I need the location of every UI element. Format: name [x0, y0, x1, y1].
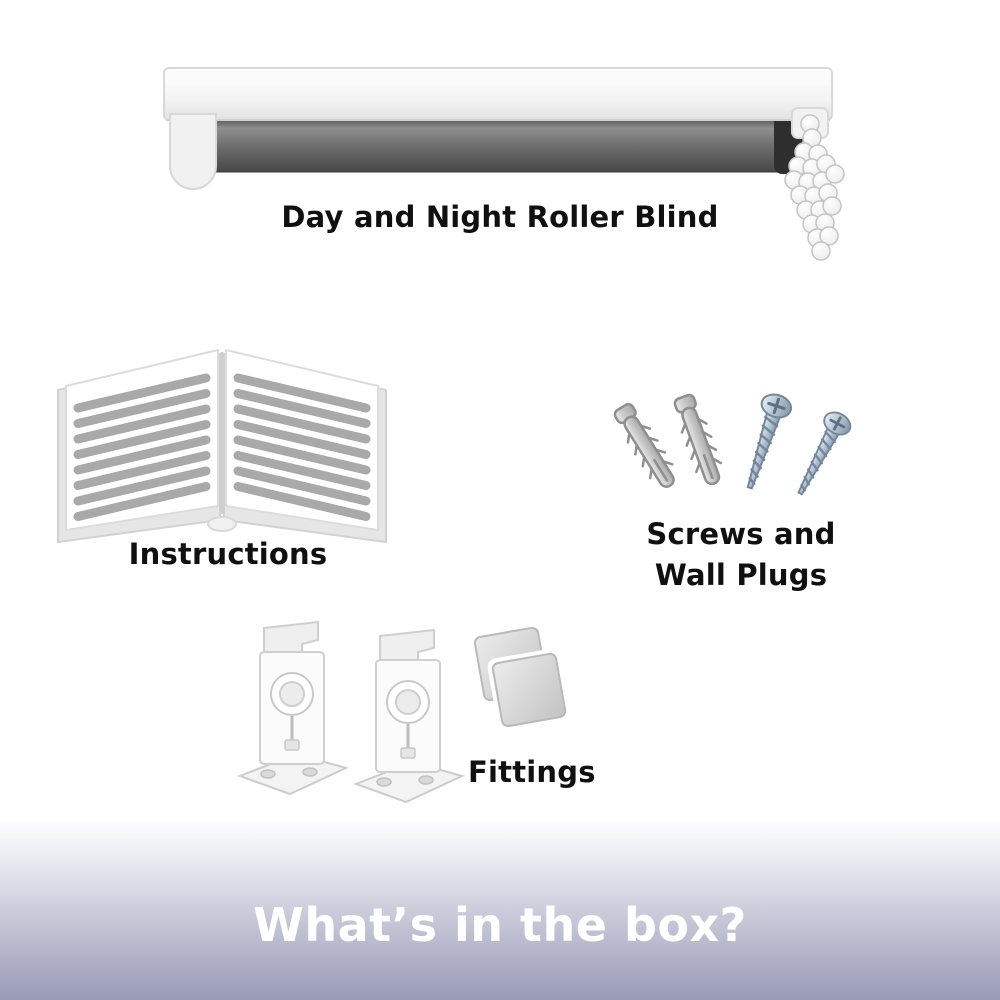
screws-and-wall-plugs-illustration	[612, 372, 862, 526]
left-end-bracket	[169, 113, 217, 191]
brackets-and-covers-illustration	[232, 612, 572, 816]
footer-title: What’s in the box?	[253, 898, 747, 952]
fittings-label: Fittings	[468, 755, 596, 789]
screws-wall-plugs-graphic	[613, 393, 852, 496]
mounting-bracket-icon	[237, 620, 349, 796]
screw-icon	[797, 411, 852, 496]
screws-wall-plugs-label: Screws and Wall Plugs	[608, 514, 874, 596]
roller-blind-graphic	[163, 67, 845, 261]
book-text-lines-right	[233, 373, 371, 521]
screw-icon	[746, 393, 793, 490]
cover-plate-icon	[487, 648, 571, 732]
book-page-curl	[207, 516, 237, 532]
beaded-chain	[784, 114, 845, 261]
mounting-bracket-icon	[353, 628, 465, 804]
fittings-graphic	[237, 620, 571, 804]
roller-blind-illustration	[158, 62, 848, 266]
headrail-top-strip	[166, 70, 830, 85]
screws-label-line1: Screws and	[646, 517, 836, 551]
instructions-label: Instructions	[128, 537, 328, 571]
wall-plug-icon	[613, 402, 675, 488]
screws-label-line2: Wall Plugs	[654, 558, 828, 592]
book-text-lines-left	[73, 373, 211, 521]
roller-blind-label: Day and Night Roller Blind	[281, 200, 719, 234]
footer-banner: What’s in the box?	[0, 822, 1000, 1000]
instruction-manual-illustration	[52, 328, 392, 547]
roller-fabric	[189, 113, 803, 173]
open-book-graphic	[57, 348, 387, 544]
wall-plug-icon	[673, 393, 723, 486]
